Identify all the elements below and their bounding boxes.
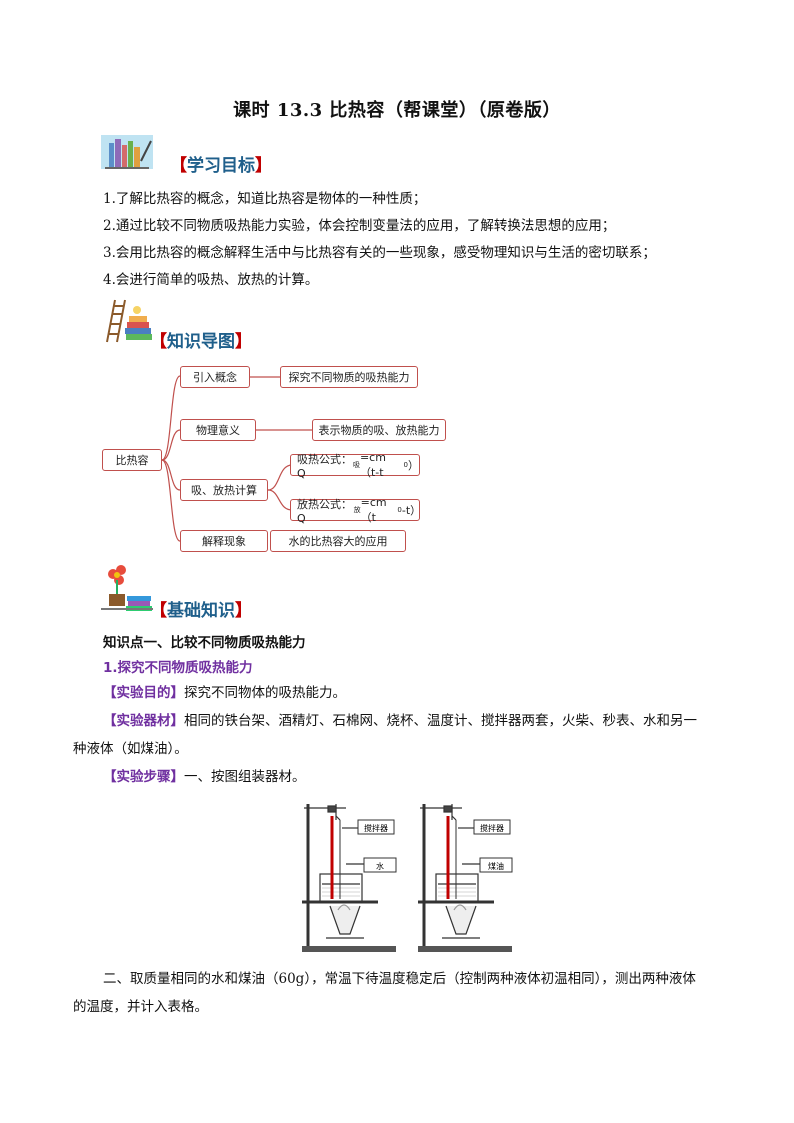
mindmap-branch: 物理意义 [180,419,256,441]
experiment-step2: 二、取质量相同的水和煤油（60g），常温下待温度稳定后（控制两种液体初温相同），… [103,971,696,987]
page-title: 课时 13.3 比热容（帮课堂）（原卷版） [233,100,561,121]
experiment-steps: 【实验步骤】一、按图组装器材。 [103,769,306,785]
knowledge-point-heading: 知识点一、比较不同物质吸热能力 [103,635,306,651]
basics-section-title: 【基础知识】 [150,601,252,621]
right-liquid-label: 煤油 [488,861,504,871]
mindmap-leaf: 水的比热容大的应用 [270,530,406,552]
objective-item: 2.通过比较不同物质吸热能力实验，体会控制变量法的应用，了解转换法思想的应用； [103,218,616,234]
objective-item: 4.会进行简单的吸热、放热的计算。 [103,272,319,288]
mindmap-section-title: 【知识导图】 [150,332,252,352]
mindmap-root: 比热容 [102,449,162,471]
purpose-label: 【实验目的】 [103,685,184,701]
experiment-step2-cont: 的温度，并计入表格。 [73,999,208,1015]
mindmap-connectors [161,375,312,542]
steps-label: 【实验步骤】 [103,769,184,785]
right-stirrer-label: 搅拌器 [480,823,504,833]
equipment-label: 【实验器材】 [103,713,184,729]
mindmap-leaf: 探究不同物质的吸热能力 [280,366,418,388]
objective-item: 3.会用比热容的概念解释生活中与比热容有关的一些现象，感受物理知识与生活的密切联… [103,245,656,261]
left-stirrer-label: 搅拌器 [364,823,388,833]
mindmap-branch: 吸、放热计算 [180,479,268,501]
mindmap-leaf: 表示物质的吸、放热能力 [312,419,446,441]
objective-item: 1.了解比热容的概念，知道比热容是物体的一种性质； [103,191,427,207]
mindmap-branch: 解释现象 [180,530,268,552]
experiment-apparatus-figure: 搅拌器 水 搅拌器 煤油 [302,804,513,952]
ladder-books-icon [101,298,153,348]
objectives-section-title: 【学习目标】 [170,156,272,176]
experiment-equipment-cont: 种液体（如煤油）。 [73,741,188,757]
books-icon [101,131,153,175]
experiment-equipment: 【实验器材】相同的铁台架、酒精灯、石棉网、烧杯、温度计、搅拌器两套，火柴、秒表、… [103,713,697,729]
subheading: 1.探究不同物质吸热能力 [103,660,253,676]
left-liquid-label: 水 [376,861,384,871]
experiment-purpose: 【实验目的】探究不同物体的吸热能力。 [103,685,346,701]
mindmap-branch: 引入概念 [180,366,250,388]
flower-books-icon [101,562,153,616]
